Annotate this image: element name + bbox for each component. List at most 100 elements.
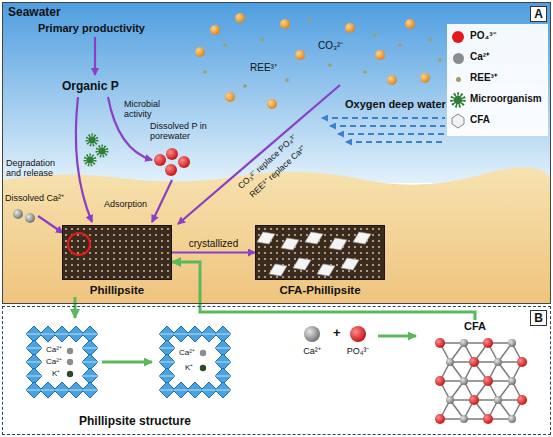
microorganism-spikes bbox=[97, 146, 107, 156]
tetrahedron-edge bbox=[159, 376, 175, 377]
legend-swatch bbox=[452, 31, 464, 43]
calcium-atom bbox=[508, 377, 516, 385]
edge-label: crystallized bbox=[189, 237, 238, 249]
tetrahedron-edge bbox=[82, 362, 98, 363]
legend-swatch bbox=[453, 53, 464, 64]
phosphate-ion bbox=[154, 154, 166, 166]
annotation-label: Dissolved P in porewater bbox=[150, 121, 218, 142]
calcium-atom bbox=[446, 396, 454, 404]
calcium-atom bbox=[446, 358, 454, 366]
arrow bbox=[102, 361, 152, 364]
annotation-label: Microbial activity bbox=[124, 99, 168, 120]
legend-text: REE³⁺ bbox=[470, 72, 497, 84]
cfa-crystal bbox=[329, 238, 347, 250]
cfa-crystal bbox=[269, 264, 287, 276]
annotation-label: PO₄³⁻ bbox=[347, 346, 370, 356]
arrow bbox=[178, 85, 340, 224]
highlight-circle bbox=[67, 232, 91, 256]
arrow bbox=[94, 37, 96, 75]
calcium-ion bbox=[304, 326, 320, 342]
process-arrows bbox=[38, 37, 340, 233]
microorganism bbox=[98, 147, 105, 154]
phillipsite-framework bbox=[159, 326, 231, 398]
annotation-label: Adsorption bbox=[104, 199, 147, 209]
tetrahedron-edge bbox=[159, 348, 175, 349]
tetrahedron-edge bbox=[215, 376, 231, 377]
connector bbox=[172, 251, 255, 253]
flow-line bbox=[322, 117, 445, 119]
tetrahedron-edge bbox=[215, 390, 231, 391]
phosphate-atom bbox=[435, 338, 445, 348]
carbonate-ion bbox=[267, 99, 277, 109]
annotation-label: Ca²⁺ bbox=[303, 346, 321, 356]
cfa-crystal bbox=[317, 264, 335, 276]
ree-ion bbox=[285, 78, 289, 82]
cfa-crystal: CFA bbox=[420, 320, 530, 430]
ree-ion bbox=[428, 38, 432, 42]
phosphate-atom bbox=[435, 376, 445, 386]
cfa-symbol bbox=[452, 114, 464, 128]
cfa-crystal bbox=[353, 232, 371, 244]
microorganism-spikes bbox=[87, 135, 97, 145]
tetrahedron-edge bbox=[82, 376, 98, 377]
ree-ion bbox=[398, 43, 402, 47]
calcium-ion bbox=[25, 213, 35, 223]
annotation-label: Seawater bbox=[8, 6, 61, 20]
block-label: Phillipsite bbox=[62, 283, 172, 297]
tetrahedron-edge bbox=[82, 390, 98, 391]
connector bbox=[74, 297, 77, 318]
arrow bbox=[378, 335, 416, 338]
phosphate-atom bbox=[469, 357, 479, 367]
calcium-atom bbox=[460, 339, 468, 347]
phosphate-atom bbox=[483, 338, 493, 348]
legend-symbol bbox=[449, 112, 467, 130]
cfa-phillipsite-block: CFA-Phillipsite bbox=[255, 225, 385, 297]
block-label: CFA-Phillipsite bbox=[255, 283, 385, 297]
legend-text: PO₄³⁻ bbox=[470, 30, 496, 42]
ion-dot bbox=[67, 348, 73, 354]
phosphate-ion bbox=[165, 164, 177, 176]
annotation-label: REE³⁺ bbox=[250, 62, 277, 74]
ree-ion bbox=[223, 43, 227, 47]
tetrahedron-edge bbox=[215, 348, 231, 349]
legend-text: Ca²⁺ bbox=[470, 51, 489, 63]
carbonate-ion bbox=[235, 13, 245, 23]
phosphate-ion bbox=[350, 326, 366, 342]
annotation-label: Oxygen deep water bbox=[345, 98, 446, 111]
ree-ion bbox=[203, 70, 207, 74]
phosphate-ion bbox=[178, 156, 190, 168]
microorganism-spikes bbox=[452, 94, 464, 106]
phosphate-ion bbox=[166, 148, 178, 160]
legend-symbol bbox=[449, 91, 467, 109]
ree-ion bbox=[328, 63, 332, 67]
carbonate-ion bbox=[345, 23, 355, 33]
legend-swatch bbox=[456, 77, 461, 82]
tetrahedron-edge bbox=[26, 362, 42, 363]
phillipsite-framework bbox=[26, 326, 98, 398]
ion-dot bbox=[67, 359, 73, 365]
ion-dot bbox=[67, 371, 73, 377]
ree-ion bbox=[243, 84, 247, 88]
carbonate-ion bbox=[280, 19, 290, 29]
calcium-atom bbox=[460, 415, 468, 423]
flow-line bbox=[346, 141, 445, 143]
phosphate-atom bbox=[435, 414, 445, 424]
deep-water-flow bbox=[322, 118, 445, 142]
annotation-label: Ca²⁺ bbox=[46, 345, 62, 354]
calcium-ion bbox=[13, 209, 23, 219]
tetrahedron-edge bbox=[82, 334, 98, 335]
microorganism bbox=[86, 156, 93, 163]
phillipsite-block: Phillipsite bbox=[62, 225, 172, 297]
ree-ion bbox=[260, 38, 264, 42]
tetrahedron-edge bbox=[26, 348, 42, 349]
annotation-label: Degradation and release bbox=[6, 158, 64, 179]
phosphate-atom bbox=[517, 357, 527, 367]
ree-ion bbox=[373, 33, 377, 37]
annotation-label: + bbox=[333, 326, 341, 341]
panel-letter: A bbox=[530, 6, 547, 22]
microorganism bbox=[454, 96, 463, 105]
panel: BPhillipsite structureCFA bbox=[3, 307, 550, 434]
calcium-atom bbox=[508, 415, 516, 423]
legend-text: CFA bbox=[470, 114, 490, 126]
sediment bbox=[3, 167, 550, 303]
